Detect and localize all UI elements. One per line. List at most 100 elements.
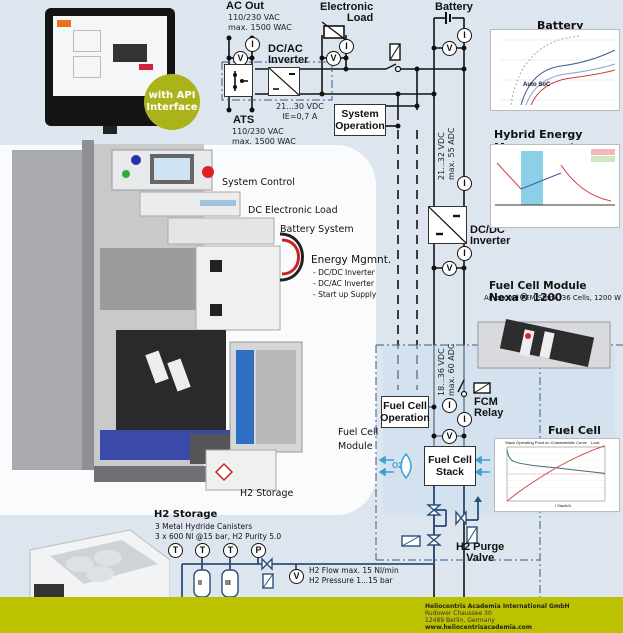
company-city: 12489 Berlin, Germany	[425, 617, 495, 624]
label-fuel-cell-module-line2: Module	[338, 441, 373, 452]
system-operation-line1: System	[341, 108, 379, 120]
fco-line2: Operation	[380, 412, 430, 424]
h2-storage-line2: 3 x 600 Nl @15 bar, H2 Purity 5.0	[155, 532, 282, 541]
electronic-load-label: Electronic Load	[320, 2, 373, 24]
system-operation-line2: Operation	[335, 120, 385, 132]
auto-soc-annotation: Auto SoC	[523, 82, 551, 88]
footer-band	[0, 597, 623, 633]
battery-model-thumbnail: Auto SoC	[490, 29, 620, 111]
dc-ac-line1: DC/AC	[268, 43, 303, 55]
fc-chart-svg	[506, 445, 606, 502]
canister-2-label: II	[198, 580, 202, 587]
fc-spec: 18...36 VDC max. 60 ADC	[437, 316, 457, 396]
dc-ac-inverter-label: DC/AC Inverter	[268, 44, 308, 66]
company-name: Heliocentris Academia International GmbH	[425, 603, 570, 610]
fcm-relay-line1: FCM	[474, 396, 498, 408]
energy-mgmt-list: - DC/DC Inverter - DC/AC Inverter - Star…	[313, 267, 376, 300]
ammeter-bus: I	[457, 176, 472, 191]
dc-dc-inverter-label: DC/DC Inverter	[470, 225, 510, 247]
dc-ac-current: IE=0,7 A	[282, 112, 318, 121]
dc-ac-voltage: 21...30 VDC	[276, 102, 324, 111]
fuel-cell-model-chart: Stack Operating Point on Characteristic …	[494, 438, 620, 512]
dc-ac-inverter-symbol	[268, 67, 300, 96]
fc-current: max. 60 ADC	[447, 343, 456, 396]
ats-voltage: 110/230 VAC	[232, 127, 284, 136]
fcm-relay-line2: Relay	[474, 407, 504, 419]
energy-item: - Start up Supply	[313, 290, 377, 299]
fc-chart-xlabel: I Stack/A	[555, 503, 572, 508]
ats-title: ATS	[233, 114, 255, 126]
dc-ac-spec: 21...30 VDC IE=0,7 A	[276, 102, 324, 122]
h2-purge-valve-label: H2 Purge Valve	[456, 542, 504, 564]
ac-out-title: AC Out	[226, 0, 264, 12]
fuel-cell-module-subtitle: Air-cooled PEM Stack, 36 Cells, 1200 W	[484, 294, 622, 302]
company-street: Rudower Chaussee 30	[425, 610, 492, 617]
fcm-relay-label: FCM Relay	[474, 397, 503, 419]
fuel-cell-module-title: Fuel Cell Module Nexa® 1200	[489, 280, 587, 304]
fc-voltage: 18...36 VDC	[437, 348, 446, 396]
ats-power: max. 1500 WAC	[232, 137, 296, 146]
canister-3-label: III	[225, 580, 231, 587]
voltmeter-fc: V	[442, 429, 457, 444]
temp-sensor-2: T	[195, 543, 210, 558]
ammeter-dcdc-out: I	[457, 246, 472, 261]
fcs-line2: Stack	[435, 466, 464, 478]
ammeter-load: I	[339, 39, 354, 54]
bus-voltage: 21...32 VDC	[437, 132, 446, 180]
label-fuel-cell-module: Fuel Cell Module	[338, 426, 378, 454]
company-website[interactable]: www.heliocentrisacademia.com	[425, 624, 533, 631]
battery-label: Battery	[435, 1, 473, 13]
badge-line2: Interface	[146, 102, 198, 113]
fc-chart-lock: Lock	[591, 440, 600, 445]
voltmeter-battery: V	[442, 41, 457, 56]
h2-storage-line1: 3 Metal Hydride Canisters	[155, 522, 253, 531]
voltmeter-load: V	[326, 51, 341, 66]
label-system-control: System Control	[222, 177, 295, 188]
ac-out-spec: 110/230 VAC max. 1500 WAC	[228, 13, 292, 33]
monitor-image	[45, 8, 175, 134]
ammeter-fc-2: I	[457, 412, 472, 427]
fuel-cell-module-image	[477, 318, 611, 369]
dc-dc-line2: Inverter	[470, 235, 511, 247]
purge-line2: Valve	[466, 552, 495, 564]
monitor-screen	[53, 16, 167, 96]
pressure-sensor: P	[251, 543, 266, 558]
bus-spec: 21...32 VDC max. 55 ADC	[437, 100, 457, 180]
fcs-line1: Fuel Cell	[428, 454, 472, 466]
dc-dc-line1: DC/DC	[470, 224, 505, 236]
ats-switch	[224, 64, 253, 97]
label-dc-electronic-load: DC Electronic Load	[248, 205, 338, 216]
electronic-load-line2: Load	[346, 12, 374, 24]
hybrid-energy-thumbnail	[490, 144, 620, 228]
electronic-load-line1: Electronic	[320, 1, 374, 13]
h2-storage-spec: 3 Metal Hydride Canisters 3 x 600 Nl @15…	[155, 522, 281, 542]
o2-label: O2	[392, 461, 403, 470]
voltmeter-dcdc-out: V	[442, 261, 457, 276]
ac-out-voltage: 110/230 VAC	[228, 13, 280, 22]
ac-out-power: max. 1500 WAC	[228, 23, 292, 32]
company-address: Heliocentris Academia International GmbH…	[425, 603, 570, 631]
purge-line1: H2 Purge	[456, 541, 505, 553]
label-h2-storage: H2 Storage	[240, 488, 294, 499]
h2-flow-spec: H2 Flow max. 15 Nl/min H2 Pressure 1...1…	[309, 566, 399, 586]
ammeter-fc: I	[442, 398, 457, 413]
temp-sensor-3: T	[223, 543, 238, 558]
flowmeter: V	[289, 569, 304, 584]
series-p-stack	[506, 445, 606, 502]
ammeter-battery: I	[457, 28, 472, 43]
ammeter-ac-out: I	[245, 37, 260, 52]
label-battery-system: Battery System	[280, 224, 354, 235]
temp-sensor-1: T	[168, 543, 183, 558]
dc-dc-inverter-symbol	[428, 206, 467, 244]
energy-item: - DC/AC Inverter	[313, 279, 374, 288]
badge-line1: with API	[148, 90, 196, 101]
energy-item: - DC/DC Inverter	[313, 268, 375, 277]
dc-ac-line2: Inverter	[268, 54, 309, 66]
series-v-stack	[506, 449, 606, 474]
h2-pressure: H2 Pressure 1...15 bar	[309, 576, 393, 585]
label-fuel-cell-module-line1: Fuel Cell	[338, 427, 379, 438]
fc-chart-title: Stack Operating Point on Characteristic …	[505, 440, 587, 445]
